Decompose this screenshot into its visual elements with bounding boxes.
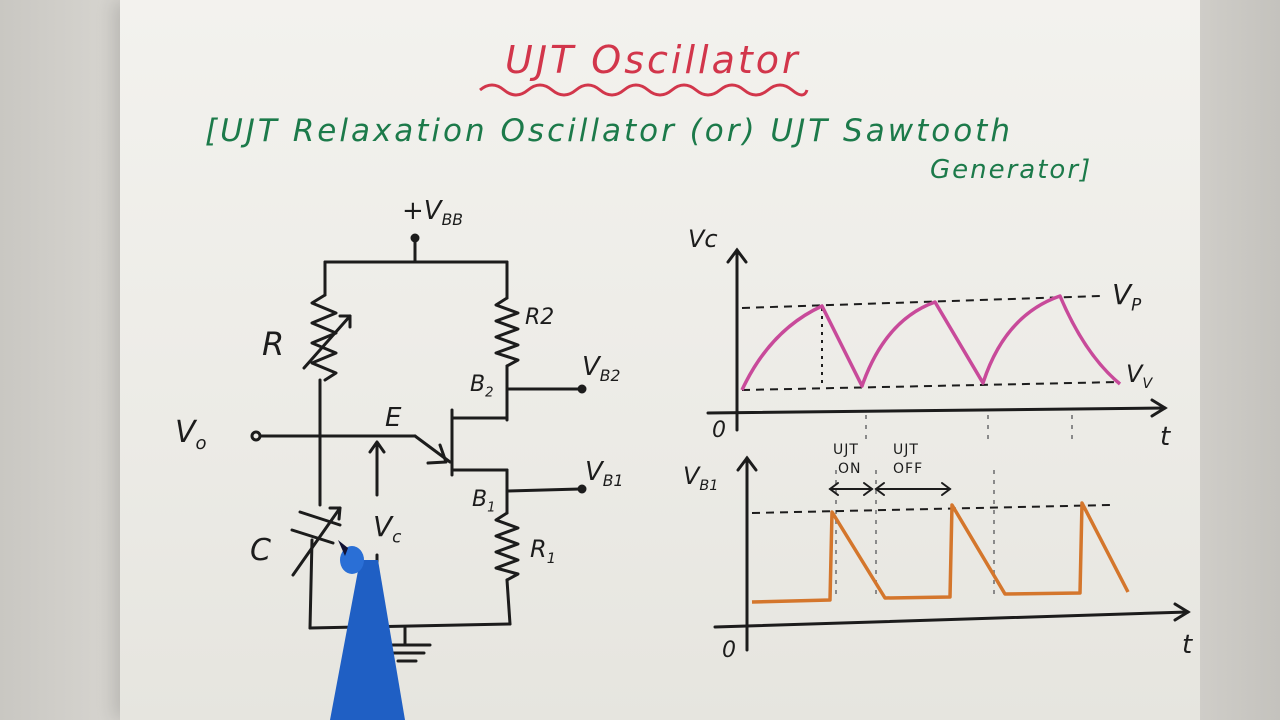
vo-terminal — [250, 430, 262, 442]
bottom-graph-origin: 0 — [722, 638, 736, 663]
vb1-terminal — [577, 484, 587, 494]
subtitle-line-2: Generator] — [930, 155, 1093, 185]
page-title: UJT Oscillator — [505, 38, 801, 82]
background-right — [1200, 0, 1280, 720]
r-label: R — [262, 325, 285, 363]
vb1-peak-dashed-line — [751, 504, 1111, 514]
vb2-label: VB2 — [582, 352, 621, 386]
paper-sheet — [120, 0, 1200, 720]
vb1-pulse-wave — [751, 501, 1130, 604]
vv-dashed-line — [741, 381, 1121, 391]
top-graph-x-axis — [706, 406, 1167, 415]
left-wire-bottom — [308, 538, 314, 630]
top-graph-x-arrow — [1150, 398, 1168, 418]
bottom-rail — [308, 622, 512, 630]
vo-label: Vo — [175, 415, 207, 454]
vc-arrowhead — [368, 440, 386, 454]
resistor-r2 — [494, 296, 520, 368]
pen — [330, 540, 405, 720]
top-graph-origin: 0 — [712, 418, 726, 443]
supply-terminal — [410, 233, 420, 243]
vp-dashed-line — [741, 295, 1101, 309]
bottom-graph-y-arrow — [736, 455, 758, 472]
capacitor-plate-bottom — [290, 528, 335, 545]
title-underline — [479, 83, 809, 97]
subtitle-line-1: [UJT Relaxation Oscillator (or) UJT Sawt… — [205, 113, 1013, 149]
b2-label: B2 — [470, 372, 494, 401]
bottom-graph-x-axis — [713, 610, 1190, 629]
vb2-terminal — [577, 384, 587, 394]
capacitor-arrowhead — [328, 506, 342, 521]
top-graph-x-label: t — [1160, 422, 1171, 452]
variable-resistor-arrow — [302, 314, 352, 370]
ujt-off-label-2: OFF — [893, 461, 924, 477]
capacitor-arrow — [291, 506, 342, 577]
right-wire-bottom — [505, 578, 512, 626]
supply-label: +VBB — [402, 196, 463, 230]
bottom-graph-x-arrow — [1173, 602, 1191, 622]
vv-label: VV — [1126, 360, 1153, 392]
bottom-graph-x-label: t — [1182, 630, 1193, 660]
vb1-output-line — [505, 487, 582, 493]
c-label: C — [250, 533, 271, 568]
emitter-arrowhead — [426, 443, 448, 465]
variable-resistor-arrowhead — [338, 314, 352, 329]
ujt-on-label-1: UJT — [833, 442, 859, 458]
vc-sawtooth-wave — [740, 294, 1122, 391]
top-graph-y-label: Vc — [688, 225, 718, 253]
ujt-on-label-2: ON — [838, 461, 862, 477]
vb1-label: VB1 — [585, 457, 624, 491]
resistor-r1 — [494, 511, 520, 582]
vp-label: VP — [1112, 278, 1142, 315]
b1-label: B1 — [472, 487, 496, 516]
bottom-graph-y-label: VB1 — [683, 462, 719, 494]
capacitor-plate-top — [298, 510, 342, 527]
top-graph-y-arrow — [726, 247, 748, 264]
variable-resistor-r — [310, 293, 338, 382]
r2-label: R2 — [525, 305, 555, 330]
r1-label: R1 — [530, 535, 556, 567]
vc-label: Vc — [373, 510, 402, 547]
ujt-off-label-1: UJT — [893, 442, 919, 458]
background-left — [0, 0, 120, 720]
e-label: E — [385, 403, 402, 433]
